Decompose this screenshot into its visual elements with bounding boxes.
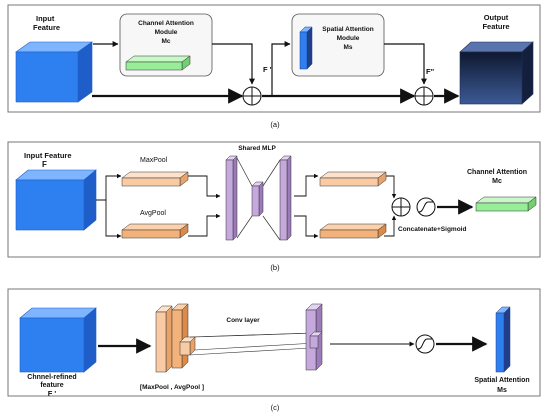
spatial-attention-label-2: Ms	[497, 387, 507, 394]
output-feature-label-1: Output	[484, 13, 509, 22]
arrow-mlp-to-bottom-out	[294, 215, 319, 239]
avgpool-vector	[121, 223, 189, 239]
arrow-to-avgpool	[96, 199, 122, 239]
refined-feature-label-2: feature	[40, 382, 63, 389]
channel-attention-label-1: Channel Attention	[467, 169, 527, 176]
pool-kernel-patch	[179, 336, 196, 356]
panel-a: Input Feature Channel Attention Module M…	[7, 4, 541, 113]
caption-c: (c)	[271, 403, 280, 412]
pool-label: [MaxPool , AvgPool ]	[140, 384, 204, 391]
channel-attention-output	[475, 196, 537, 212]
output-feature-cube	[459, 41, 534, 105]
caption-b: (b)	[270, 263, 280, 272]
spatial-module-title-2: Module	[337, 35, 360, 42]
spatial-attention-output	[495, 306, 511, 373]
avgpool-label: AvgPool	[140, 210, 166, 217]
maxpool-label: MaxPool	[140, 157, 168, 164]
arrow-avgpool-to-mlp	[188, 213, 221, 237]
channel-module-title-2: Module	[155, 29, 178, 36]
mlp-connections	[236, 157, 281, 241]
panel-b-branch-arrows	[96, 173, 397, 239]
conv-projection-lines	[189, 332, 317, 356]
mlp-output-avg-vector	[319, 223, 387, 239]
conv-layer-label: Conv layer	[226, 317, 260, 324]
spatial-attention-module-box	[291, 13, 385, 77]
pooled-maps	[155, 303, 196, 373]
input-feature-f-cube	[15, 169, 97, 231]
mlp-layer-3	[279, 155, 292, 241]
arrow-top-out-to-sum	[384, 175, 397, 199]
panel-a-arrows	[92, 41, 460, 104]
channel-attention-map	[125, 55, 191, 71]
shared-mlp	[225, 155, 292, 241]
spatial-attention-map	[299, 26, 313, 70]
panel-b: Input Feature F MaxPool AvgPool	[7, 141, 541, 258]
sum-operator	[391, 197, 411, 217]
arrow-mlp-to-top-out	[294, 173, 319, 197]
input-feature-cube	[15, 41, 93, 103]
multiply-operator-2	[414, 86, 434, 106]
sigmoid-operator	[416, 197, 436, 217]
input-feature-f-label-1: Input Feature	[24, 151, 72, 160]
sigmoid-operator-c	[415, 334, 435, 354]
input-feature-f-label-2: F	[42, 160, 47, 169]
avgpool-map	[171, 303, 189, 369]
panel-c: Chnnel-refined feature F ' [MaxPool , Av…	[7, 288, 541, 398]
multiply-operator-1	[242, 86, 262, 106]
spatial-module-title-1: Spatial Attention	[322, 26, 373, 33]
spatial-attention-label-1: Spatial Attention	[474, 377, 529, 384]
arrow-bottom-out-to-sum	[384, 215, 397, 237]
channel-module-title-1: Channel Attention	[138, 20, 194, 27]
refined-feature-label-3: F '	[48, 389, 57, 398]
spatial-module-title-3: Ms	[343, 44, 352, 51]
arrow-maxpool-to-mlp	[188, 175, 221, 199]
input-feature-label-2: Feature	[33, 23, 60, 32]
f-double-prime-label: F"	[426, 67, 435, 76]
output-feature-label-2: Feature	[482, 22, 509, 31]
maxpool-vector	[121, 171, 189, 187]
mlp-layer-1	[225, 155, 238, 241]
mlp-output-max-vector	[319, 171, 387, 187]
refined-feature-cube	[19, 307, 97, 373]
shared-mlp-label: Shared MLP	[238, 145, 276, 152]
refined-feature-label-1: Chnnel-refined	[27, 374, 76, 381]
conv-output-map	[305, 303, 323, 371]
caption-a: (a)	[270, 120, 280, 129]
input-feature-label-1: Input	[36, 14, 55, 23]
f-prime-label: F '	[263, 65, 272, 74]
concat-sigmoid-label: Concatenate+Sigmoid	[398, 226, 466, 233]
panel-b-frame	[7, 141, 541, 258]
channel-attention-label-2: Mc	[492, 178, 502, 185]
mlp-layer-2	[251, 181, 264, 217]
channel-module-title-3: Mc	[161, 38, 170, 45]
arrow-spatial-to-mult2	[384, 43, 427, 85]
panel-c-frame	[7, 288, 541, 397]
maxpool-map	[155, 305, 173, 373]
arrow-channel-to-mult1	[212, 43, 255, 85]
